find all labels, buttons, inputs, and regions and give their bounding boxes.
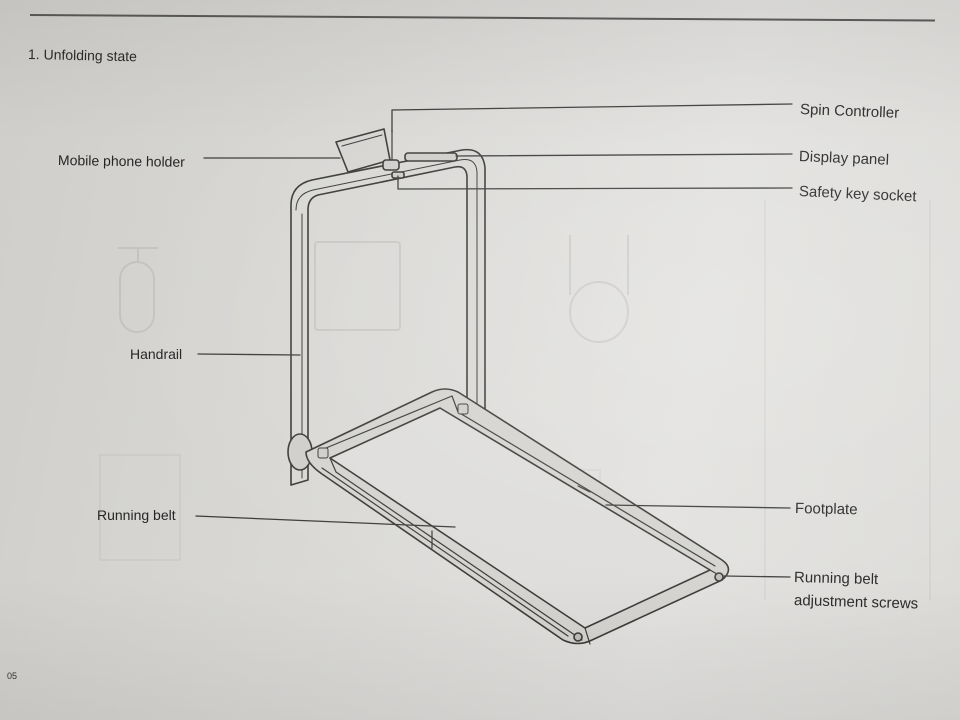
spin-controller-knob (382, 159, 400, 171)
adjustment-screw-left (573, 632, 583, 642)
leader-running-belt (195, 515, 456, 528)
label-adjustment-screws-line2: adjustment screws (793, 592, 919, 613)
leader-handrail (197, 353, 301, 356)
label-handrail: Handrail (130, 346, 183, 362)
leader-display-panel (455, 153, 793, 157)
label-footplate: Footplate (794, 500, 858, 519)
leader-footplate (605, 504, 791, 509)
leader-adjustment-screws (723, 575, 791, 578)
label-adjustment-screws-line1: Running belt (793, 569, 879, 589)
leader-spin-controller (391, 103, 793, 133)
label-mobile-phone-holder: Mobile phone holder (57, 152, 185, 170)
leader-safety-key-socket (397, 175, 793, 190)
adjustment-screw-right (714, 572, 724, 582)
page-number: 05 (7, 671, 18, 681)
display-panel-part (404, 152, 458, 162)
label-running-belt: Running belt (97, 507, 176, 523)
leader-lines (195, 103, 793, 578)
